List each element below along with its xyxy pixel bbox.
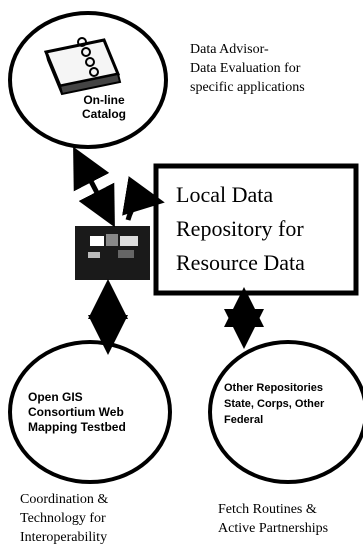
- local-repository-line1: Local Data: [176, 182, 274, 207]
- data-advisor-text: Data Advisor- Data Evaluation for specif…: [190, 40, 305, 97]
- other-repos-line1: Other Repositories: [224, 382, 324, 394]
- catalog-label: On-line Catalog: [82, 93, 126, 121]
- binder-icon: [43, 37, 122, 96]
- coordination-line3: Interoperability: [20, 530, 108, 545]
- fetch-line2: Active Partnerships: [218, 521, 329, 536]
- open-gis-line3: Mapping Testbed: [28, 420, 126, 434]
- other-repos-line3: Federal: [224, 414, 264, 426]
- data-advisor-line3: specific applications: [190, 80, 305, 95]
- local-repository-line3: Resource Data: [176, 250, 305, 275]
- data-advisor-line1: Data Advisor-: [190, 42, 269, 57]
- data-advisor-line2: Data Evaluation for: [190, 61, 301, 76]
- fetch-line1: Fetch Routines &: [218, 502, 317, 517]
- coordination-text: Coordination & Technology for Interopera…: [20, 490, 108, 547]
- local-repository-text: Local Data Repository for Resource Data: [176, 178, 305, 280]
- other-repos-line2: State, Corps, Other: [224, 398, 325, 410]
- open-gis-line1: Open GIS: [28, 390, 83, 404]
- other-repos-circle: [208, 340, 363, 484]
- catalog-label-line1: On-line: [83, 93, 125, 107]
- open-gis-text: Open GIS Consortium Web Mapping Testbed: [28, 390, 126, 435]
- arrow-computer-repository: [122, 176, 165, 221]
- local-repository-line2: Repository for: [176, 216, 304, 241]
- fetch-text: Fetch Routines & Active Partnerships: [218, 500, 328, 538]
- coordination-line1: Coordination &: [20, 492, 109, 507]
- other-repos-text: Other Repositories State, Corps, Other F…: [224, 380, 324, 428]
- coordination-line2: Technology for: [20, 511, 106, 526]
- open-gis-line2: Consortium Web: [28, 405, 124, 419]
- catalog-label-line2: Catalog: [82, 107, 127, 121]
- arrow-catalog-computer: [73, 146, 115, 228]
- computer-icon: [75, 226, 150, 280]
